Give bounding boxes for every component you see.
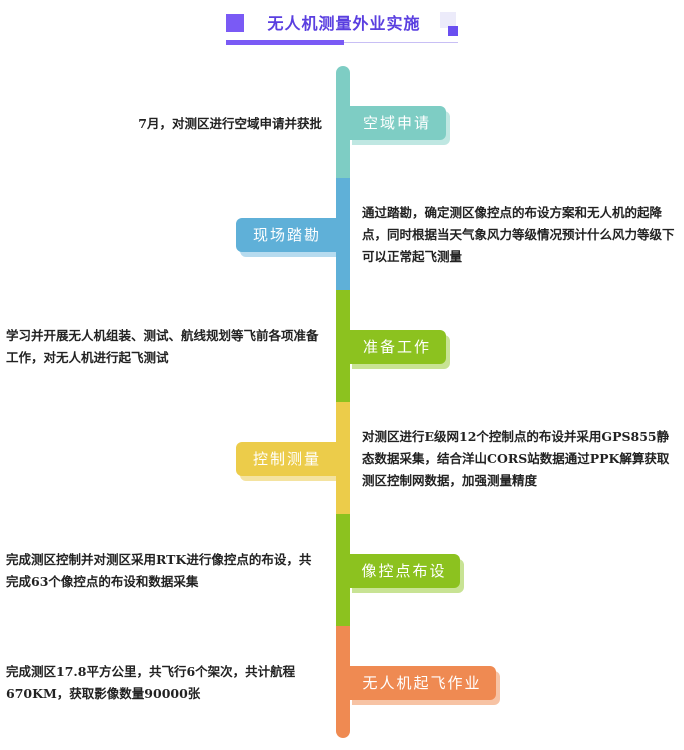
- step-desc-airspace: 7月，对测区进行空域申请并获批: [138, 116, 322, 131]
- timeline-segment-5: [336, 514, 350, 626]
- step-desc-control: 对测区进行E级网12个控制点的布设并采用GPS855静态数据采集，结合洋山COR…: [362, 429, 670, 488]
- page-title: 无人机测量外业实施: [267, 14, 421, 33]
- timeline-segment-6: [336, 626, 350, 738]
- step-desc-preparation: 学习并开展无人机组装、测试、航线规划等飞前各项准备工作，对无人机进行起飞测试: [6, 328, 319, 365]
- step-label-control: 控制测量: [236, 442, 342, 481]
- header-decor-square: [226, 14, 244, 32]
- step-label-survey: 现场踏勘: [236, 218, 342, 257]
- header-decor-square-light: [440, 12, 456, 28]
- step-label-control-points: 像控点布设: [348, 554, 464, 593]
- step-desc-survey: 通过踏勘，确定测区像控点的布设方案和无人机的起降点，同时根据当天气象风力等级情况…: [362, 205, 675, 264]
- header-decor-square-small: [448, 26, 458, 36]
- step-label-airspace: 空域申请: [348, 106, 450, 145]
- header: 无人机测量外业实施: [226, 8, 458, 52]
- timeline-segment-3: [336, 290, 350, 402]
- timeline-segment-1: [336, 66, 350, 178]
- header-underline-accent: [226, 40, 344, 45]
- step-label-preparation: 准备工作: [348, 330, 450, 369]
- timeline-segment-4: [336, 402, 350, 514]
- step-desc-control-points: 完成测区控制并对测区采用RTK进行像控点的布设，共完成63个像控点的布设和数据采…: [6, 552, 312, 589]
- timeline-segment-2: [336, 178, 350, 290]
- step-label-flight: 无人机起飞作业: [348, 666, 500, 705]
- step-desc-flight: 完成测区17.8平方公里，共飞行6个架次，共计航程670KM，获取影像数量900…: [6, 664, 296, 701]
